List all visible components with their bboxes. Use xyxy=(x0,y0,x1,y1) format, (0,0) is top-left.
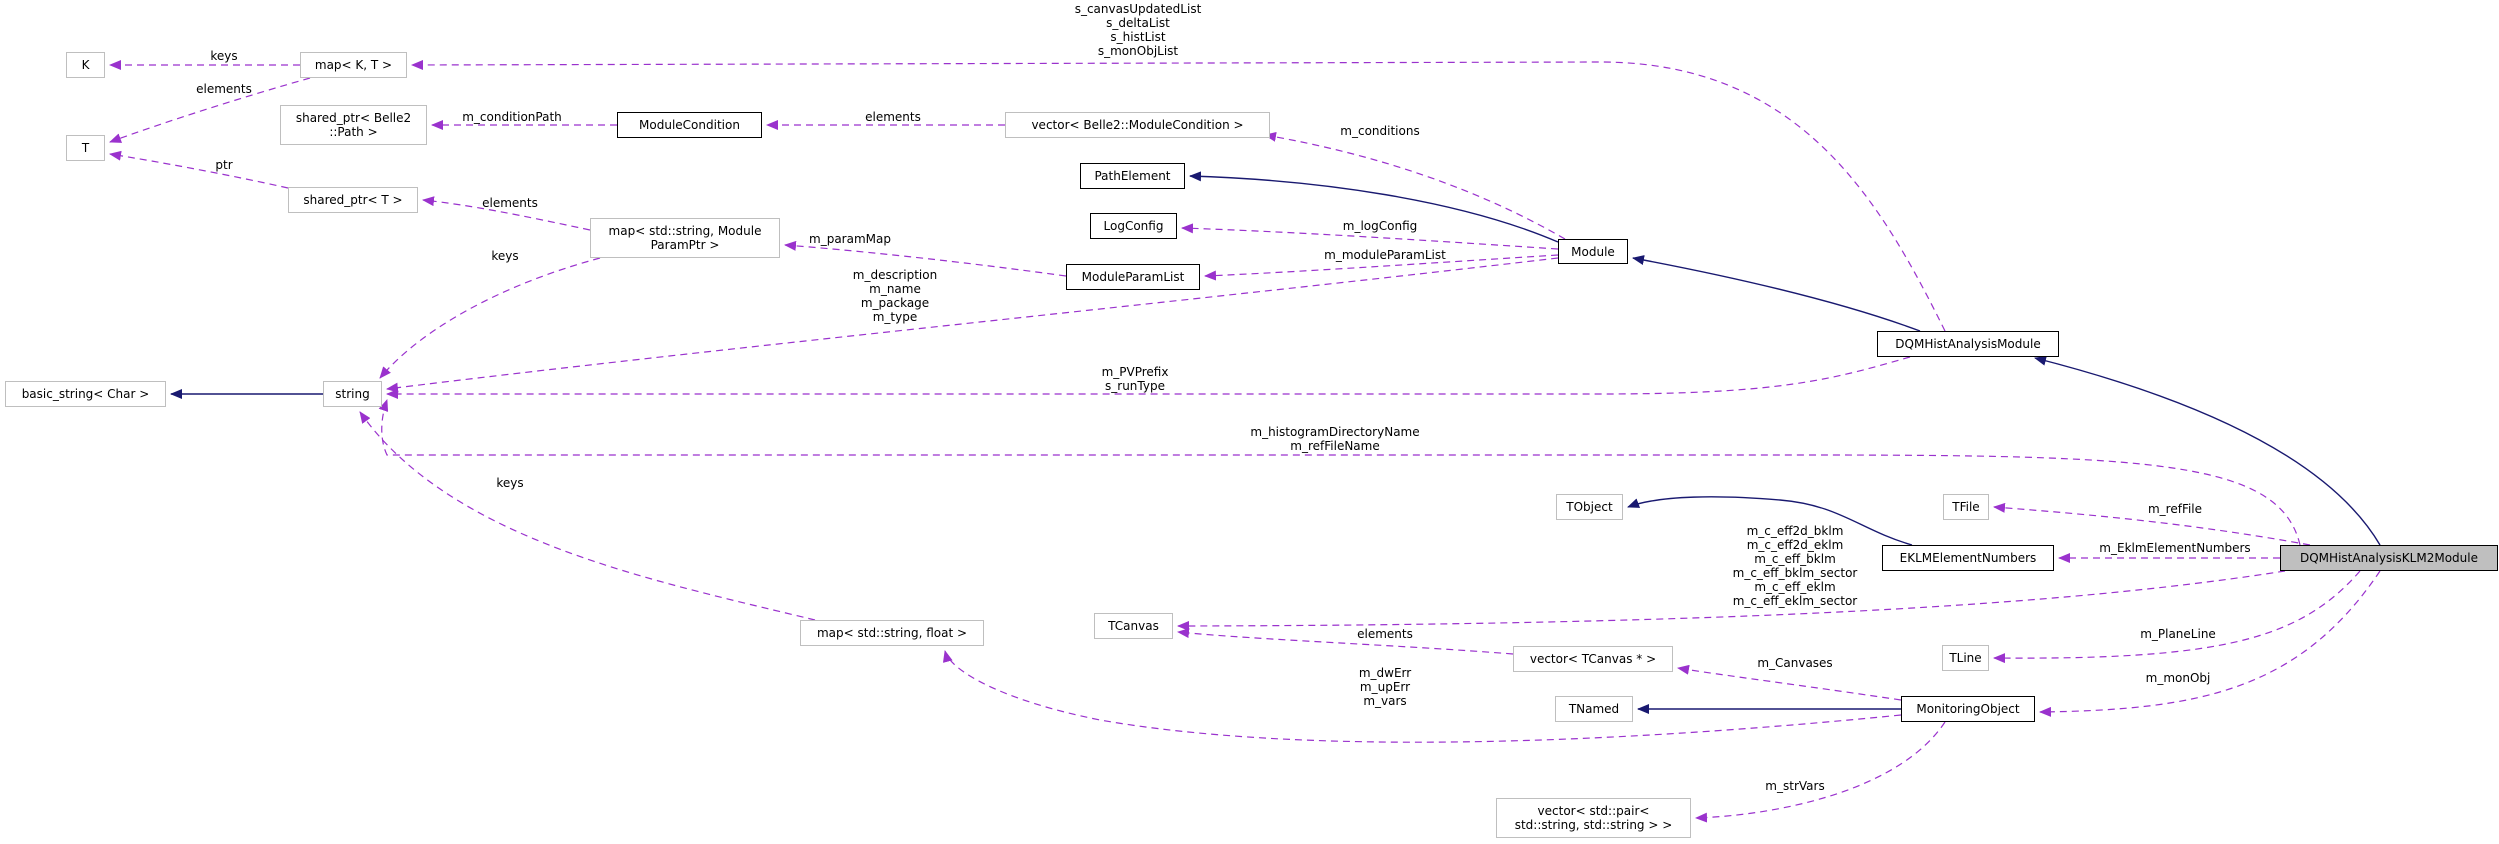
class-node-dqmhistanalysismodule[interactable]: DQMHistAnalysisModule xyxy=(1877,331,2059,357)
class-node-shared-ptr-path: shared_ptr< Belle2 ::Path > xyxy=(280,105,427,145)
edge-label: m_paramMap xyxy=(809,232,891,246)
class-node-module[interactable]: Module xyxy=(1558,239,1628,264)
inheritance-edge-7 xyxy=(1189,171,1559,243)
class-node-klm2[interactable]: DQMHistAnalysisKLM2Module xyxy=(2280,545,2498,571)
class-node-logconfig[interactable]: LogConfig xyxy=(1090,213,1177,239)
class-node-string: string xyxy=(323,381,382,407)
class-node-pathelement[interactable]: PathElement xyxy=(1080,163,1185,189)
edge-label: m_strVars xyxy=(1765,779,1825,793)
edge-label: m_refFile xyxy=(2147,502,2203,516)
usage-edge-2 xyxy=(109,150,289,189)
class-node-vector-pair: vector< std::pair< std::string, std::str… xyxy=(1496,798,1691,838)
class-node-map-kt: map< K, T > xyxy=(300,52,407,78)
usage-edge-26 xyxy=(1677,664,1902,701)
edge-label: keys xyxy=(210,49,238,63)
edge-label: m_logConfig xyxy=(1342,219,1418,233)
class-node-tobject: TObject xyxy=(1556,494,1623,520)
edge-label: m_Canvases xyxy=(1757,656,1833,670)
class-node-t: T xyxy=(66,135,105,161)
usage-edge-15 xyxy=(411,59,1946,332)
class-node-tcanvas: TCanvas xyxy=(1094,613,1173,639)
usage-edge-23 xyxy=(1177,628,1514,655)
usage-edge-5 xyxy=(422,196,591,231)
usage-edge-24 xyxy=(1993,570,2361,664)
usage-edge-11 xyxy=(386,257,1559,393)
inheritance-edge-18 xyxy=(2034,355,2381,546)
edge-label: m_EklmElementNumbers xyxy=(2099,541,2251,555)
usage-edge-29 xyxy=(1695,721,1946,823)
class-node-shared-ptr-t: shared_ptr< T > xyxy=(288,187,418,213)
edge-label: m_moduleParamList xyxy=(1324,248,1446,262)
edge-label: keys xyxy=(491,249,519,263)
edge-label: ptr xyxy=(215,158,233,172)
class-node-vector-cond: vector< Belle2::ModuleCondition > xyxy=(1005,112,1270,138)
edge-label: m_monObj xyxy=(2145,671,2211,685)
edge-label: m_conditions xyxy=(1340,124,1420,138)
class-node-k: K xyxy=(66,52,105,78)
usage-edge-30 xyxy=(359,411,816,621)
inheritance-edge-14 xyxy=(1632,255,1921,332)
class-node-moduleparamlist[interactable]: ModuleParamList xyxy=(1066,264,1200,290)
edge-label: elements xyxy=(1357,627,1413,641)
edge-label: elements xyxy=(865,110,921,124)
edge-label: elements xyxy=(482,196,538,210)
usage-edge-6 xyxy=(1264,131,1566,240)
edge-label: m_dwErr m_upErr m_vars xyxy=(1358,666,1412,708)
edge-label: m_PlaneLine xyxy=(2140,627,2216,641)
class-node-tline: TLine xyxy=(1942,645,1989,671)
usage-edge-25 xyxy=(2039,570,2381,717)
usage-edge-8 xyxy=(1181,223,1559,250)
class-node-vector-canvas: vector< TCanvas * > xyxy=(1513,646,1673,672)
usage-edge-9 xyxy=(1204,254,1559,281)
edge-label: elements xyxy=(196,82,252,96)
edge-label: m_PVPrefix s_runType xyxy=(1101,365,1169,393)
class-node-monitoringobject[interactable]: MonitoringObject xyxy=(1901,696,2035,722)
usage-edge-19 xyxy=(1993,502,2311,546)
edge-label: m_conditionPath xyxy=(462,110,562,124)
edge-label: s_canvasUpdatedList s_deltaList s_histLi… xyxy=(1074,2,1202,58)
class-node-tnamed: TNamed xyxy=(1555,696,1633,722)
usage-edge-10 xyxy=(784,240,1067,277)
edge-label: m_description m_name m_package m_type xyxy=(852,268,938,324)
edge-label: m_histogramDirectoryName m_refFileName xyxy=(1250,425,1420,453)
class-node-map-param: map< std::string, Module ParamPtr > xyxy=(590,218,780,258)
usage-edge-12 xyxy=(379,257,601,379)
edge-label: m_c_eff2d_bklm m_c_eff2d_eklm m_c_eff_bk… xyxy=(1732,524,1858,608)
usage-edge-17 xyxy=(378,399,2301,546)
class-node-eklmelementnumbers[interactable]: EKLMElementNumbers xyxy=(1882,545,2054,571)
class-node-basic-string: basic_string< Char > xyxy=(5,381,166,407)
class-node-modulecondition[interactable]: ModuleCondition xyxy=(617,112,762,138)
edge-label: keys xyxy=(496,476,524,490)
usage-edge-22 xyxy=(1177,570,2286,631)
class-node-map-float: map< std::string, float > xyxy=(800,620,984,646)
class-node-tfile: TFile xyxy=(1943,494,1989,520)
inheritance-edge-21 xyxy=(1627,496,1913,546)
usage-edge-28 xyxy=(942,650,1902,743)
usage-edge-1 xyxy=(109,77,311,143)
